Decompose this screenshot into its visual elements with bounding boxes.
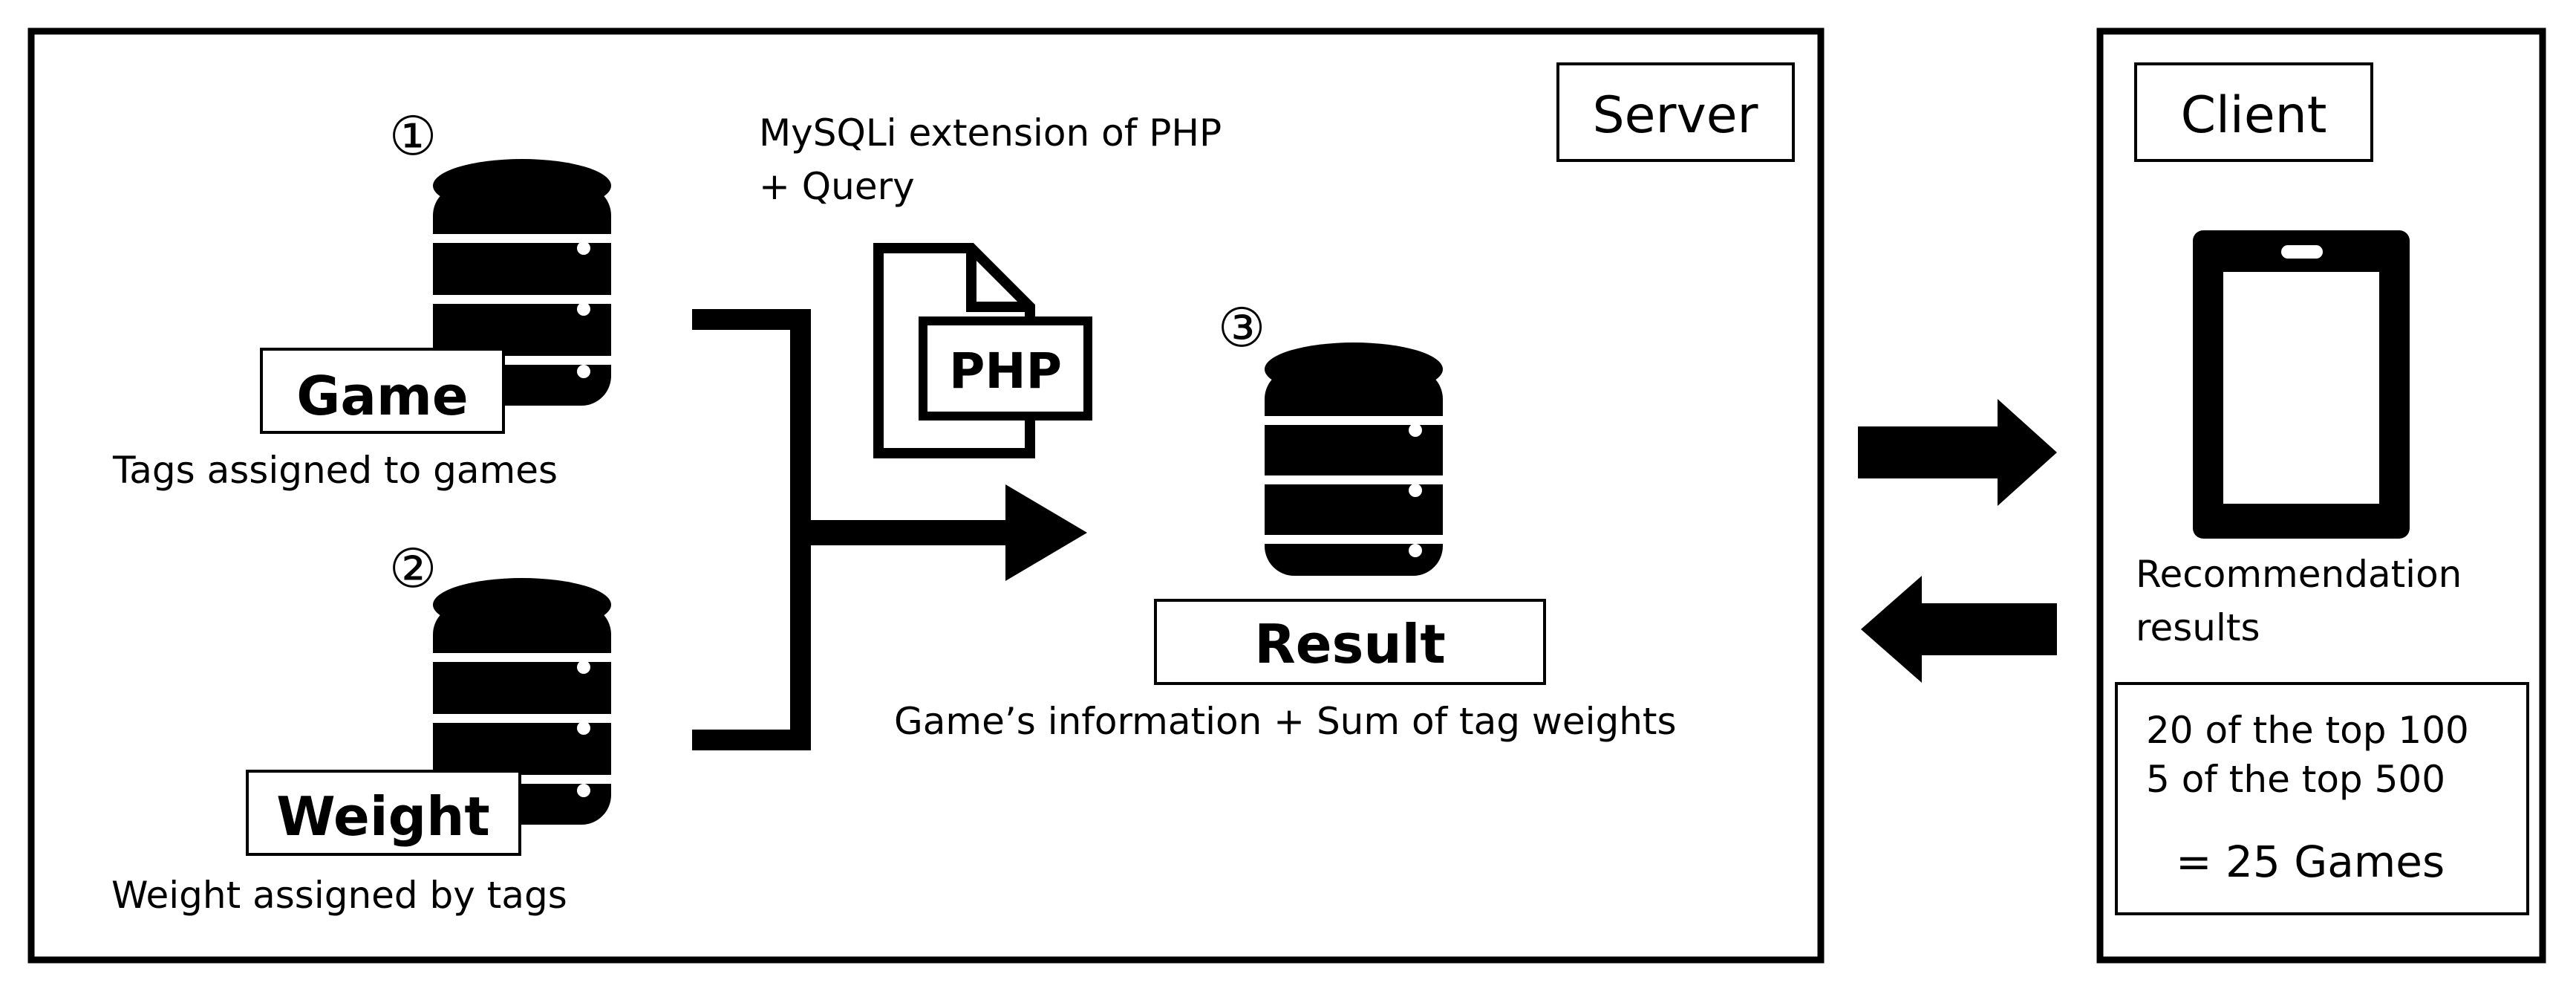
php-caption-line2: + Query <box>759 165 915 208</box>
server-panel <box>27 27 1825 964</box>
arrow-left-icon <box>1861 576 2057 683</box>
recommendation-summary-box <box>2115 682 2529 915</box>
result-db-label-box <box>1154 599 1546 685</box>
db-number-2: ② <box>389 537 437 600</box>
result-db-caption: Game’s information + Sum of tag weights <box>894 700 1677 743</box>
game-db-label-box <box>260 348 505 434</box>
weight-db-label-box <box>246 770 521 856</box>
php-caption-line1: MySQLi extension of PHP <box>759 111 1222 155</box>
game-db-caption: Tags assigned to games <box>112 449 558 492</box>
server-label-box <box>1556 62 1795 162</box>
summary-line-2: 5 of the top 500 <box>2146 758 2445 801</box>
smartphone-icon <box>2193 230 2410 539</box>
db-number-3: ③ <box>1218 296 1266 359</box>
device-caption-line1: Recommendation <box>2136 553 2462 596</box>
summary-line-3: = 25 Games <box>2176 837 2445 887</box>
client-label: Client <box>2181 86 2327 145</box>
php-file-icon <box>873 243 1092 458</box>
server-label: Server <box>1593 86 1758 145</box>
result-db-label: Result <box>1254 613 1445 675</box>
php-badge: PHP <box>949 342 1062 400</box>
db-number-1: ① <box>389 105 437 167</box>
client-label-box <box>2134 62 2373 162</box>
bracket-connector <box>692 309 1087 750</box>
game-db-label: Game <box>296 365 469 427</box>
database-icon <box>1265 342 1443 576</box>
summary-line-1: 20 of the top 100 <box>2146 709 2469 752</box>
weight-db-label: Weight <box>276 785 490 848</box>
device-caption-line2: results <box>2136 606 2260 649</box>
arrow-right-icon <box>1858 399 2057 506</box>
client-panel <box>2096 27 2546 964</box>
weight-db-caption: Weight assigned by tags <box>111 874 567 917</box>
